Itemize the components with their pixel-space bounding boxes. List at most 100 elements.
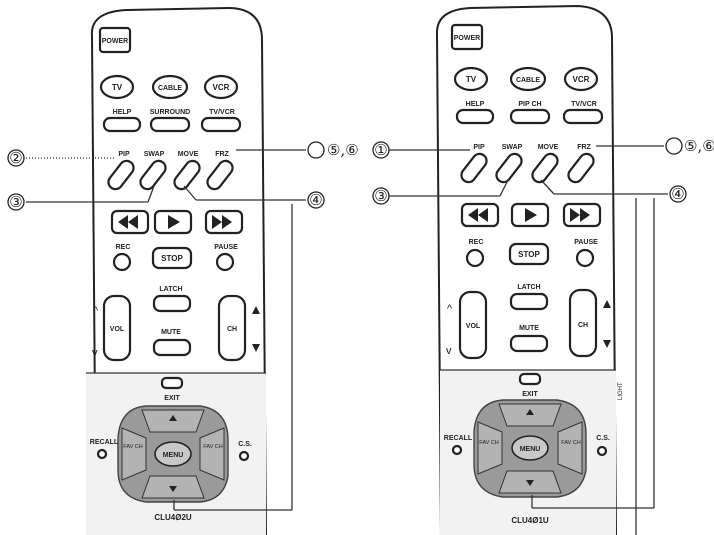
svg-text:PIP: PIP bbox=[473, 144, 485, 151]
menu-button[interactable] bbox=[154, 441, 192, 467]
help-button[interactable] bbox=[455, 108, 495, 125]
move-button[interactable] bbox=[530, 151, 561, 185]
svg-text:VOL: VOL bbox=[466, 323, 481, 330]
svg-text:④: ④ bbox=[671, 185, 684, 203]
svg-text:C.S.: C.S. bbox=[238, 441, 252, 448]
dpad-right[interactable] bbox=[199, 427, 225, 481]
vol-rocker[interactable] bbox=[458, 290, 488, 360]
svg-text:MENU: MENU bbox=[163, 452, 184, 459]
svg-text:PAUSE: PAUSE bbox=[214, 244, 238, 251]
svg-text:^: ^ bbox=[447, 303, 453, 315]
dpad-left[interactable] bbox=[121, 427, 147, 481]
exit-button[interactable] bbox=[518, 372, 542, 386]
svg-text:PIP CH: PIP CH bbox=[518, 101, 541, 108]
tv-button[interactable] bbox=[99, 74, 135, 100]
light-side-label: LIGHT bbox=[618, 382, 624, 400]
svg-text:FAV CH: FAV CH bbox=[123, 444, 142, 450]
callouts-left: ② ③ ④ ⑤,⑥ bbox=[7, 141, 359, 511]
vcr-button[interactable] bbox=[563, 66, 599, 92]
rec-button[interactable] bbox=[465, 248, 485, 268]
svg-text:MOVE: MOVE bbox=[178, 151, 199, 158]
stop-button[interactable] bbox=[508, 242, 550, 266]
svg-text:CABLE: CABLE bbox=[516, 77, 540, 84]
help-button[interactable] bbox=[102, 116, 142, 133]
svg-text:MUTE: MUTE bbox=[161, 329, 181, 336]
svg-text:EXIT: EXIT bbox=[522, 391, 538, 398]
tvvcr-button[interactable] bbox=[562, 108, 604, 125]
dpad-left[interactable] bbox=[477, 421, 503, 475]
swap-button[interactable] bbox=[138, 158, 169, 192]
recall-button[interactable] bbox=[451, 444, 463, 456]
frz-button[interactable] bbox=[566, 151, 597, 185]
cable-button[interactable] bbox=[151, 74, 189, 100]
svg-text:④: ④ bbox=[309, 191, 322, 209]
svg-text:^: ^ bbox=[93, 305, 99, 317]
svg-text:③: ③ bbox=[9, 193, 22, 211]
svg-text:REC: REC bbox=[469, 239, 484, 246]
svg-text:REC: REC bbox=[116, 244, 131, 251]
svg-text:FAV CH: FAV CH bbox=[203, 444, 222, 450]
svg-text:C.S.: C.S. bbox=[596, 435, 610, 442]
vcr-button[interactable] bbox=[203, 74, 239, 100]
vol-rocker[interactable] bbox=[102, 294, 132, 362]
dpad-right[interactable] bbox=[557, 421, 583, 475]
power-button[interactable] bbox=[98, 26, 132, 54]
svg-text:RECALL: RECALL bbox=[444, 435, 473, 442]
cable-button[interactable] bbox=[509, 66, 547, 92]
mute-button[interactable] bbox=[152, 338, 192, 357]
power-button[interactable] bbox=[450, 23, 484, 51]
svg-text:FAV CH: FAV CH bbox=[561, 440, 580, 446]
remote-left: POWER TV CABLE VCR HELP SURROUND TV/VCR … bbox=[86, 6, 267, 535]
svg-text:FRZ: FRZ bbox=[215, 151, 229, 158]
ch-rocker[interactable] bbox=[568, 288, 598, 358]
mute-button[interactable] bbox=[509, 334, 549, 353]
svg-text:①: ① bbox=[374, 141, 387, 159]
pause-button[interactable] bbox=[575, 248, 595, 268]
svg-text:MOVE: MOVE bbox=[538, 144, 559, 151]
cs-button[interactable] bbox=[596, 445, 608, 457]
recall-button[interactable] bbox=[96, 448, 108, 460]
svg-text:RECALL: RECALL bbox=[90, 439, 119, 446]
svg-text:LATCH: LATCH bbox=[517, 284, 540, 291]
svg-text:HELP: HELP bbox=[113, 109, 132, 116]
svg-text:⑤,⑥: ⑤,⑥ bbox=[684, 137, 714, 155]
svg-text:EXIT: EXIT bbox=[164, 395, 180, 402]
svg-text:STOP: STOP bbox=[518, 250, 540, 259]
svg-text:SWAP: SWAP bbox=[144, 151, 165, 158]
remote-right: POWER TV CABLE VCR HELP PIP CH TV/VCR PI… bbox=[435, 4, 624, 535]
svg-text:STOP: STOP bbox=[161, 254, 183, 263]
frz-button[interactable] bbox=[205, 158, 236, 192]
exit-button[interactable] bbox=[160, 376, 184, 390]
ch-rocker[interactable] bbox=[217, 294, 247, 362]
pip-button[interactable] bbox=[459, 151, 490, 185]
svg-text:SWAP: SWAP bbox=[502, 144, 523, 151]
surround-button[interactable] bbox=[149, 116, 191, 133]
svg-text:v: v bbox=[92, 347, 98, 359]
svg-text:PIP: PIP bbox=[118, 151, 130, 158]
svg-text:TV/VCR: TV/VCR bbox=[209, 109, 235, 116]
svg-text:MUTE: MUTE bbox=[519, 325, 539, 332]
rec-button[interactable] bbox=[112, 252, 132, 272]
svg-text:TV/VCR: TV/VCR bbox=[571, 101, 597, 108]
move-button[interactable] bbox=[172, 158, 203, 192]
callouts-right: ① ③ ④ ⑤,⑥ bbox=[372, 137, 714, 535]
latch-button[interactable] bbox=[509, 292, 549, 311]
stop-button[interactable] bbox=[151, 246, 193, 270]
svg-text:CH: CH bbox=[578, 322, 588, 329]
pause-button[interactable] bbox=[215, 252, 235, 272]
menu-button[interactable] bbox=[511, 435, 549, 461]
pip-ch-button[interactable] bbox=[509, 108, 551, 125]
cs-button[interactable] bbox=[238, 450, 250, 462]
tv-button[interactable] bbox=[453, 66, 489, 92]
svg-text:FRZ: FRZ bbox=[577, 144, 591, 151]
tvvcr-button[interactable] bbox=[200, 116, 242, 133]
svg-text:CABLE: CABLE bbox=[158, 85, 182, 92]
swap-button[interactable] bbox=[494, 151, 525, 185]
pip-button[interactable] bbox=[106, 158, 137, 192]
svg-text:HELP: HELP bbox=[466, 101, 485, 108]
svg-text:CH: CH bbox=[227, 326, 237, 333]
svg-text:v: v bbox=[446, 345, 452, 357]
svg-text:LATCH: LATCH bbox=[159, 286, 182, 293]
latch-button[interactable] bbox=[152, 294, 192, 313]
